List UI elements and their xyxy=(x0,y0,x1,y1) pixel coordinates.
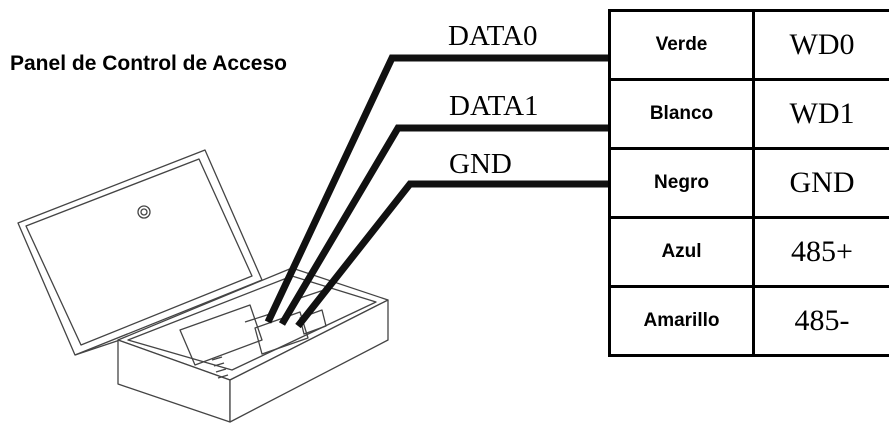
wire-color-cell: Amarillo xyxy=(608,285,755,357)
wire-color-cell: Azul xyxy=(608,216,755,288)
table-row: Verde WD0 xyxy=(608,9,889,81)
wire-gnd xyxy=(295,180,610,329)
pin-cell: 485+ xyxy=(752,216,889,288)
wire-color-cell: Negro xyxy=(608,147,755,219)
panel-title: Panel de Control de Acceso xyxy=(10,52,287,75)
wire-color-cell: Verde xyxy=(608,9,755,81)
wire-data1 xyxy=(278,124,610,326)
signal-label-data1: DATA1 xyxy=(449,90,539,122)
table-row: Blanco WD1 xyxy=(608,78,889,150)
signal-label-data0: DATA0 xyxy=(448,20,538,52)
pin-cell: 485- xyxy=(752,285,889,357)
pin-cell: GND xyxy=(752,147,889,219)
table-row: Amarillo 485- xyxy=(608,285,889,357)
pin-cell: WD0 xyxy=(752,9,889,81)
wire-color-cell: Blanco xyxy=(608,78,755,150)
wire-data0 xyxy=(264,54,610,324)
access-control-panel-illustration xyxy=(17,149,389,423)
wiring-table: Verde WD0 Blanco WD1 Negro GND Azul 485+… xyxy=(608,9,889,357)
table-row: Azul 485+ xyxy=(608,216,889,288)
signal-label-gnd: GND xyxy=(449,148,512,180)
wires xyxy=(264,54,610,329)
pin-cell: WD1 xyxy=(752,78,889,150)
table-row: Negro GND xyxy=(608,147,889,219)
